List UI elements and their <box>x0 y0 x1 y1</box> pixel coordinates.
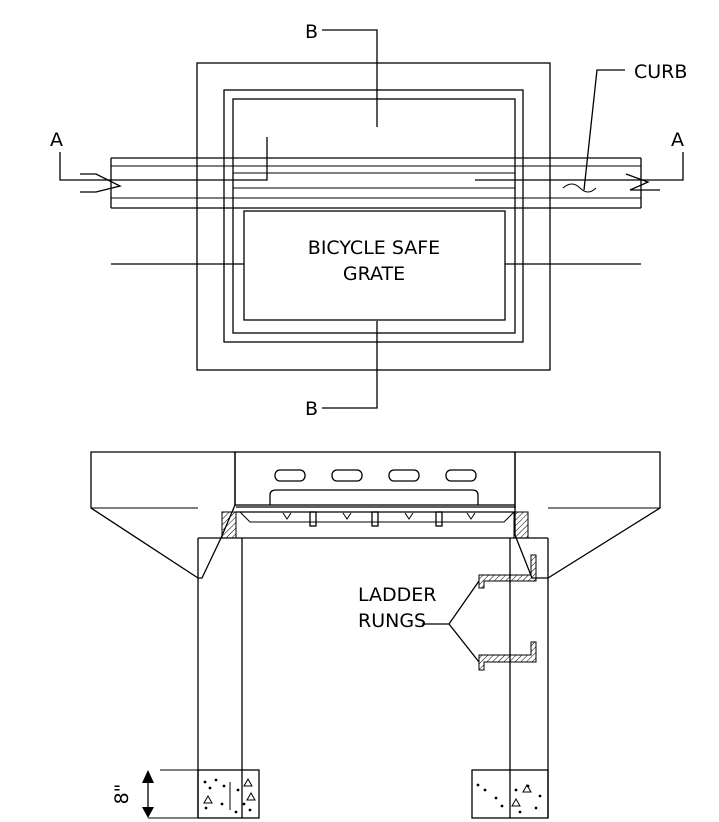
base-block-right <box>471 769 549 819</box>
ladder-rung-upper <box>478 554 537 589</box>
ladder-rung-lower <box>478 641 537 671</box>
pavement-right <box>514 451 661 579</box>
basin-outer-outline <box>196 62 551 371</box>
section-a-label-right: A <box>671 129 684 151</box>
plan-view: B B A A CURB BICYCLE SAFE GRATE <box>50 21 687 420</box>
grate-frame-right <box>513 511 529 539</box>
curb-hood <box>269 489 479 505</box>
grate-section <box>221 506 529 539</box>
base-dimension-label: 8" <box>111 784 133 805</box>
basin-inner-outline <box>232 98 516 334</box>
curb-inlet-slots <box>274 469 477 482</box>
base-aggregate-left <box>203 777 256 814</box>
grate-label-line2: GRATE <box>343 263 405 285</box>
inlet-slot <box>388 469 420 482</box>
grate-bar <box>371 511 379 527</box>
break-symbol-left <box>80 173 122 193</box>
curb-face <box>234 451 516 506</box>
section-view: LADDER RUNGS <box>90 451 661 819</box>
base-block-left <box>197 769 260 819</box>
section-a-line <box>59 137 684 181</box>
ladder-rungs-label-line2: RUNGS <box>358 610 426 632</box>
base-dimension <box>142 769 198 819</box>
basin-middle-outline <box>223 89 524 343</box>
section-b-line <box>322 29 378 409</box>
section-b-label-bottom: B <box>305 398 318 420</box>
break-symbol-right <box>625 173 660 191</box>
inlet-slot <box>274 469 306 482</box>
curb-leader <box>583 69 625 191</box>
pavement-left <box>90 451 236 579</box>
inlet-slot <box>331 469 363 482</box>
curb-band <box>110 157 642 209</box>
base-aggregate-right <box>476 783 542 814</box>
grate-frame-left <box>221 511 237 539</box>
grate-bar <box>435 511 443 527</box>
grate-bar <box>309 511 317 527</box>
section-b-label-top: B <box>305 21 318 43</box>
inlet-slot <box>445 469 477 482</box>
bicycle-safe-grate <box>243 210 506 321</box>
curb-squiggle <box>562 183 597 193</box>
section-a-label-left: A <box>50 129 63 151</box>
grate-label-line1: BICYCLE SAFE <box>308 237 440 259</box>
ladder-rungs-label-line1: LADDER <box>358 584 437 606</box>
curb-label: CURB <box>634 61 687 83</box>
